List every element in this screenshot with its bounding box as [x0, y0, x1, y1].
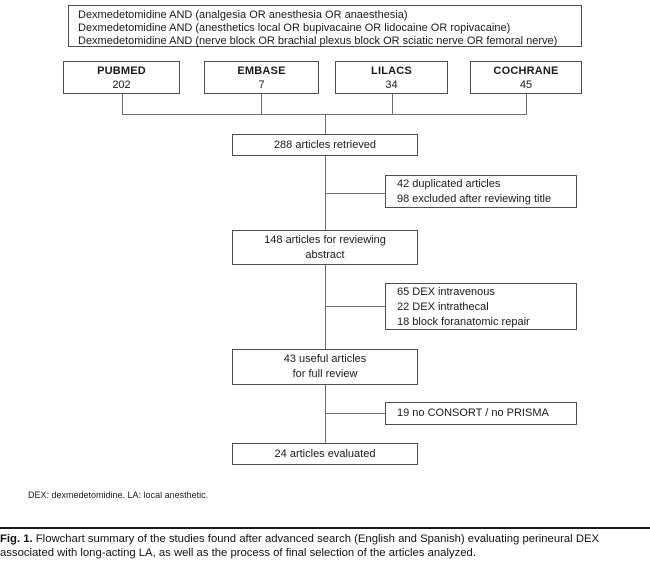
- search-query-line: Dexmedetomidine AND (anesthetics local O…: [78, 22, 511, 35]
- full-review-line: 43 useful articles: [283, 353, 367, 365]
- exclusion-line: 65 DEX intravenous: [397, 286, 495, 298]
- search-query-line: Dexmedetomidine AND (analgesia OR anesth…: [78, 9, 408, 21]
- search-query-line: Dexmedetomidine AND (nerve block OR brac…: [78, 35, 558, 48]
- evaluated-box: 24 articles evaluated: [232, 443, 418, 465]
- connector-line: [325, 265, 326, 349]
- exclusion-line: 42 duplicated articles: [397, 178, 501, 190]
- full-review-line: for full review: [292, 368, 358, 380]
- retrieved-box: 288 articles retrieved: [232, 134, 418, 156]
- connector-line: [325, 385, 326, 443]
- connector-line: [325, 413, 385, 414]
- figure-caption-label: Fig. 1.: [0, 533, 33, 545]
- excluded-full-box: 19 no CONSORT / no PRISMA: [385, 402, 577, 425]
- connector-line: [325, 193, 385, 194]
- connector-line: [392, 94, 393, 114]
- excluded-abstract-box: 65 DEX intravenous 22 DEX intrathecal 18…: [385, 283, 577, 330]
- abstract-review-box: 148 articles for reviewing abstract: [232, 230, 418, 265]
- figure-caption-text: Flowchart summary of the studies found a…: [0, 533, 600, 559]
- connector-line: [526, 94, 527, 114]
- database-box-embase: EMBASE 7: [204, 61, 319, 94]
- caption-divider: [0, 527, 650, 529]
- database-name: LILACS: [371, 65, 412, 77]
- database-box-lilacs: LILACS 34: [335, 61, 448, 94]
- database-name: COCHRANE: [493, 65, 559, 77]
- excluded-title-box: 42 duplicated articles 98 excluded after…: [385, 175, 577, 208]
- connector-line: [325, 306, 385, 307]
- database-name: PUBMED: [97, 65, 146, 77]
- connector-line: [261, 94, 262, 114]
- database-count: 202: [112, 79, 131, 91]
- exclusion-line: 18 block foranatomic repair: [397, 316, 530, 328]
- database-count: 45: [519, 79, 533, 91]
- database-box-cochrane: COCHRANE 45: [470, 61, 582, 94]
- connector-line: [122, 114, 527, 115]
- exclusion-line: 98 excluded after reviewing title: [397, 193, 552, 205]
- figure-caption: Fig. 1. Flowchart summary of the studies…: [0, 532, 650, 560]
- database-count: 34: [385, 79, 398, 91]
- exclusion-line: 22 DEX intrathecal: [397, 301, 489, 313]
- database-box-pubmed: PUBMED 202: [63, 61, 180, 94]
- abstract-review-line: 148 articles for reviewing: [264, 234, 386, 246]
- abbreviations-footnote: DEX: dexmedetomidine. LA: local anesthet…: [28, 490, 209, 500]
- connector-line: [122, 94, 123, 114]
- search-strategy-box: Dexmedetomidine AND (analgesia OR anesth…: [68, 5, 582, 47]
- abstract-review-line: abstract: [305, 249, 345, 261]
- full-review-box: 43 useful articles for full review: [232, 349, 418, 385]
- connector-line: [325, 114, 326, 134]
- database-name: EMBASE: [237, 65, 286, 77]
- database-count: 7: [258, 79, 265, 91]
